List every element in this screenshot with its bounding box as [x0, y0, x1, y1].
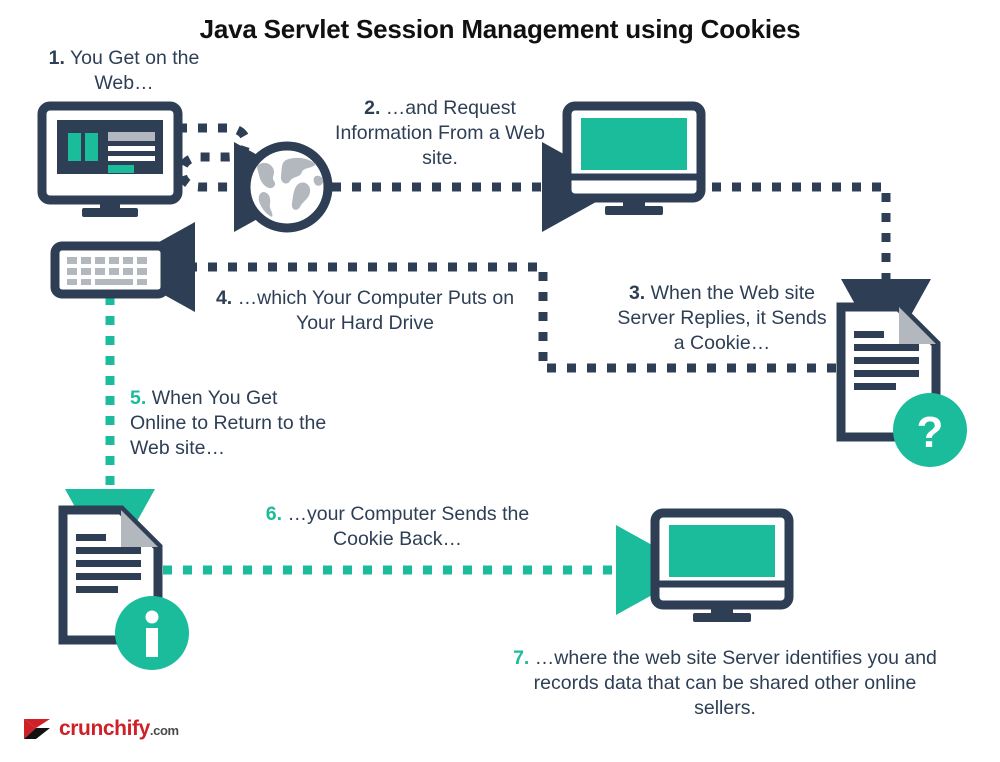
- content-line-2: [108, 146, 155, 151]
- crunchify-logo[interactable]: crunchify.com: [22, 716, 179, 742]
- server-screen-fill: [581, 118, 687, 170]
- step-5-text: When You Get Online to Return to the Web…: [130, 387, 327, 459]
- flow-1-user-to-globe: [177, 123, 315, 232]
- flow-4-cookie-to-keyboard: [114, 222, 836, 373]
- document-text-lines: [854, 331, 919, 390]
- step-4-label: 4. …which Your Computer Puts on Your Har…: [215, 286, 515, 336]
- crunchify-logo-text: crunchify.com: [59, 717, 179, 741]
- flow-3-server-to-cookie: [712, 182, 931, 360]
- info-badge-glyph: [146, 628, 158, 657]
- step-3-number: 3.: [628, 282, 646, 304]
- web-server-monitor[interactable]: [562, 101, 706, 215]
- step-6-number: 6.: [265, 503, 283, 525]
- question-badge: [893, 393, 967, 467]
- step-5-label: 5. When You Get Online to Return to the …: [130, 386, 330, 461]
- keyboard-keys: [67, 257, 147, 285]
- document-folded-corner: [121, 510, 158, 547]
- user-desktop-monitor[interactable]: [37, 101, 183, 217]
- cookie-document-question[interactable]: ?: [836, 302, 967, 467]
- document-folded-corner: [899, 307, 936, 344]
- monitor-stand-base: [605, 206, 663, 215]
- logo-word: crunchify: [59, 717, 150, 740]
- logo-suffix: .com: [149, 723, 179, 738]
- step-3-text: When the Web site Server Replies, it Sen…: [617, 282, 827, 354]
- step-6-label: 6. …your Computer Sends the Cookie Back…: [260, 502, 535, 552]
- step-1-label: 1. You Get on the Web…: [24, 46, 224, 96]
- cookie-document-info[interactable]: [58, 505, 189, 670]
- step-2-number: 2.: [364, 97, 381, 119]
- content-button: [108, 165, 134, 173]
- globe-continents: [257, 157, 324, 217]
- globe-icon[interactable]: [241, 141, 333, 233]
- step-6-text: …your Computer Sends the Cookie Back…: [287, 503, 530, 550]
- step-1-text: You Get on the Web…: [69, 47, 200, 94]
- step-2-label: 2. …and Request Information From a Web s…: [330, 96, 550, 171]
- content-line-1: [108, 132, 155, 141]
- return-server-monitor[interactable]: [650, 508, 794, 622]
- page-title: Java Servlet Session Management using Co…: [199, 14, 801, 44]
- step-7-label: 7. …where the web site Server identifies…: [505, 646, 945, 721]
- crunchify-logo-mark: [24, 719, 50, 739]
- step-7-text: …where the web site Server identifies yo…: [533, 647, 937, 719]
- step-4-text: …which Your Computer Puts on Your Hard D…: [237, 287, 515, 334]
- server-screen-fill: [669, 525, 775, 577]
- step-2-text: …and Request Information From a Web site…: [335, 97, 545, 169]
- document-text-lines: [76, 534, 141, 593]
- step-7-number: 7.: [513, 647, 530, 669]
- monitor-stand-base: [82, 208, 138, 217]
- step-5-number: 5.: [130, 387, 147, 409]
- keyboard-icon[interactable]: [50, 241, 170, 299]
- question-badge-glyph: ?: [917, 408, 944, 457]
- step-4-number: 4.: [215, 287, 233, 309]
- content-line-3: [108, 156, 155, 161]
- monitor-stand-base: [693, 613, 751, 622]
- step-1-number: 1.: [48, 47, 65, 69]
- step-3-label: 3. When the Web site Server Replies, it …: [610, 281, 834, 356]
- package-icon: [68, 133, 98, 161]
